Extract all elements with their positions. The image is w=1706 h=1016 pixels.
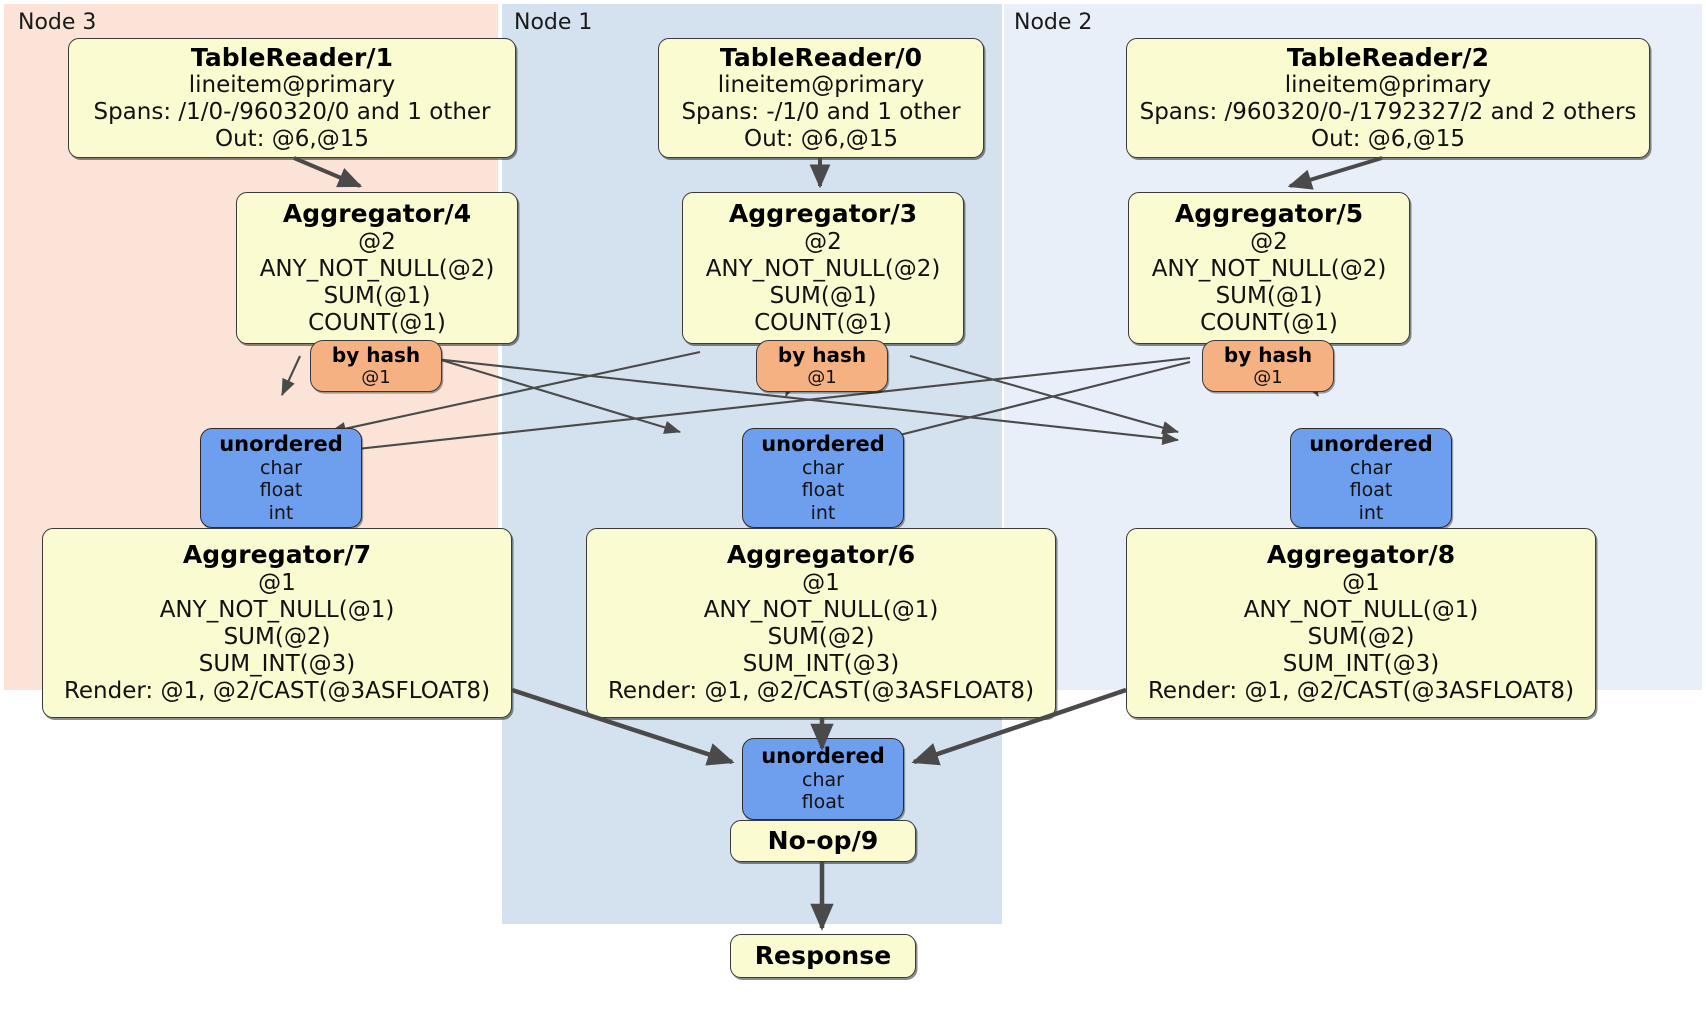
processor-line: ANY_NOT_NULL(@1) (703, 597, 939, 624)
processor-line: COUNT(@1) (1200, 309, 1338, 336)
processor-line: Out: @6,@15 (1311, 126, 1465, 153)
synchronizer-unordered-aggregator-7[interactable]: unordered char float int (200, 428, 362, 528)
processor-line: ANY_NOT_NULL(@2) (259, 255, 495, 282)
processor-table-reader-0[interactable]: TableReader/0 lineitem@primary Spans: -/… (658, 38, 984, 158)
router-line: @1 (361, 367, 391, 389)
processor-line: ANY_NOT_NULL(@1) (1243, 597, 1479, 624)
synchronizer-line: int (1358, 501, 1384, 524)
processor-line: SUM(@1) (769, 282, 877, 309)
synchronizer-line: float (801, 791, 845, 814)
processor-title: TableReader/0 (719, 42, 923, 72)
processor-line: Spans: /960320/0-/1792327/2 and 2 others (1139, 99, 1637, 126)
panel-node-3-label: Node 3 (18, 10, 97, 35)
processor-table-reader-2[interactable]: TableReader/2 lineitem@primary Spans: /9… (1126, 38, 1650, 158)
processor-line: ANY_NOT_NULL(@1) (159, 597, 395, 624)
processor-line: lineitem@primary (188, 72, 396, 99)
router-by-hash-aggregator-4[interactable]: by hash @1 (310, 340, 442, 392)
synchronizer-title: unordered (1309, 432, 1433, 456)
processor-line: @2 (1250, 228, 1288, 255)
processor-line: Out: @6,@15 (215, 126, 369, 153)
processor-line: @1 (258, 569, 296, 596)
synchronizer-line: float (259, 479, 303, 502)
processor-line: SUM(@2) (767, 624, 875, 651)
synchronizer-title: unordered (761, 432, 885, 456)
processor-line: SUM_INT(@3) (742, 651, 900, 678)
processor-line: Render: @1, @2/CAST(@3ASFLOAT8) (607, 678, 1035, 705)
synchronizer-title: unordered (761, 744, 885, 769)
processor-aggregator-7[interactable]: Aggregator/7 @1 ANY_NOT_NULL(@1) SUM(@2)… (42, 528, 512, 718)
processor-title: TableReader/1 (190, 42, 394, 72)
panel-node-2-label: Node 2 (1014, 10, 1093, 35)
processor-line: SUM(@2) (223, 624, 331, 651)
processor-line: ANY_NOT_NULL(@2) (1151, 255, 1387, 282)
processor-title: Aggregator/5 (1174, 199, 1364, 228)
processor-title: Aggregator/6 (726, 540, 916, 570)
synchronizer-title: unordered (219, 432, 343, 456)
router-title: by hash (777, 342, 867, 367)
processor-line: @2 (804, 228, 842, 255)
synchronizer-line: char (1350, 456, 1392, 479)
processor-no-op-9[interactable]: No-op/9 (730, 820, 916, 862)
processor-aggregator-3[interactable]: Aggregator/3 @2 ANY_NOT_NULL(@2) SUM(@1)… (682, 192, 964, 344)
processor-title: Response (754, 941, 892, 971)
processor-line: lineitem@primary (1284, 72, 1492, 99)
processor-line: @1 (802, 569, 840, 596)
router-title: by hash (1223, 342, 1313, 367)
processor-aggregator-5[interactable]: Aggregator/5 @2 ANY_NOT_NULL(@2) SUM(@1)… (1128, 192, 1410, 344)
processor-line: ANY_NOT_NULL(@2) (705, 255, 941, 282)
processor-line: Spans: -/1/0 and 1 other (681, 99, 961, 126)
processor-title: Aggregator/8 (1266, 540, 1456, 570)
processor-aggregator-6[interactable]: Aggregator/6 @1 ANY_NOT_NULL(@1) SUM(@2)… (586, 528, 1056, 718)
processor-aggregator-4[interactable]: Aggregator/4 @2 ANY_NOT_NULL(@2) SUM(@1)… (236, 192, 518, 344)
synchronizer-line: char (802, 768, 844, 791)
processor-line: COUNT(@1) (308, 309, 446, 336)
processor-line: SUM(@1) (1215, 282, 1323, 309)
synchronizer-unordered-final[interactable]: unordered char float (742, 738, 904, 820)
router-by-hash-aggregator-5[interactable]: by hash @1 (1202, 340, 1334, 392)
processor-line: @1 (1342, 569, 1380, 596)
synchronizer-unordered-aggregator-6[interactable]: unordered char float int (742, 428, 904, 528)
processor-title: Aggregator/7 (182, 540, 372, 570)
synchronizer-line: char (260, 456, 302, 479)
processor-title: Aggregator/4 (282, 199, 472, 228)
processor-aggregator-8[interactable]: Aggregator/8 @1 ANY_NOT_NULL(@1) SUM(@2)… (1126, 528, 1596, 718)
processor-line: Spans: /1/0-/960320/0 and 1 other (93, 99, 491, 126)
processor-title: Aggregator/3 (728, 199, 918, 228)
processor-title: No-op/9 (767, 826, 879, 856)
processor-line: Render: @1, @2/CAST(@3ASFLOAT8) (1147, 678, 1575, 705)
router-title: by hash (331, 342, 421, 367)
processor-table-reader-1[interactable]: TableReader/1 lineitem@primary Spans: /1… (68, 38, 516, 158)
processor-line: Out: @6,@15 (744, 126, 898, 153)
panel-node-1-label: Node 1 (514, 10, 593, 35)
processor-line: Render: @1, @2/CAST(@3ASFLOAT8) (63, 678, 491, 705)
processor-line: SUM(@1) (323, 282, 431, 309)
processor-line: SUM_INT(@3) (1282, 651, 1440, 678)
processor-title: TableReader/2 (1286, 42, 1490, 72)
processor-line: SUM_INT(@3) (198, 651, 356, 678)
synchronizer-unordered-aggregator-8[interactable]: unordered char float int (1290, 428, 1452, 528)
synchronizer-line: float (1349, 479, 1393, 502)
router-line: @1 (1253, 367, 1283, 389)
synchronizer-line: char (802, 456, 844, 479)
processor-line: lineitem@primary (717, 72, 925, 99)
processor-line: @2 (358, 228, 396, 255)
synchronizer-line: float (801, 479, 845, 502)
processor-line: COUNT(@1) (754, 309, 892, 336)
synchronizer-line: int (810, 501, 836, 524)
router-line: @1 (807, 367, 837, 389)
synchronizer-line: int (268, 501, 294, 524)
processor-line: SUM(@2) (1307, 624, 1415, 651)
router-by-hash-aggregator-3[interactable]: by hash @1 (756, 340, 888, 392)
processor-response[interactable]: Response (730, 934, 916, 978)
